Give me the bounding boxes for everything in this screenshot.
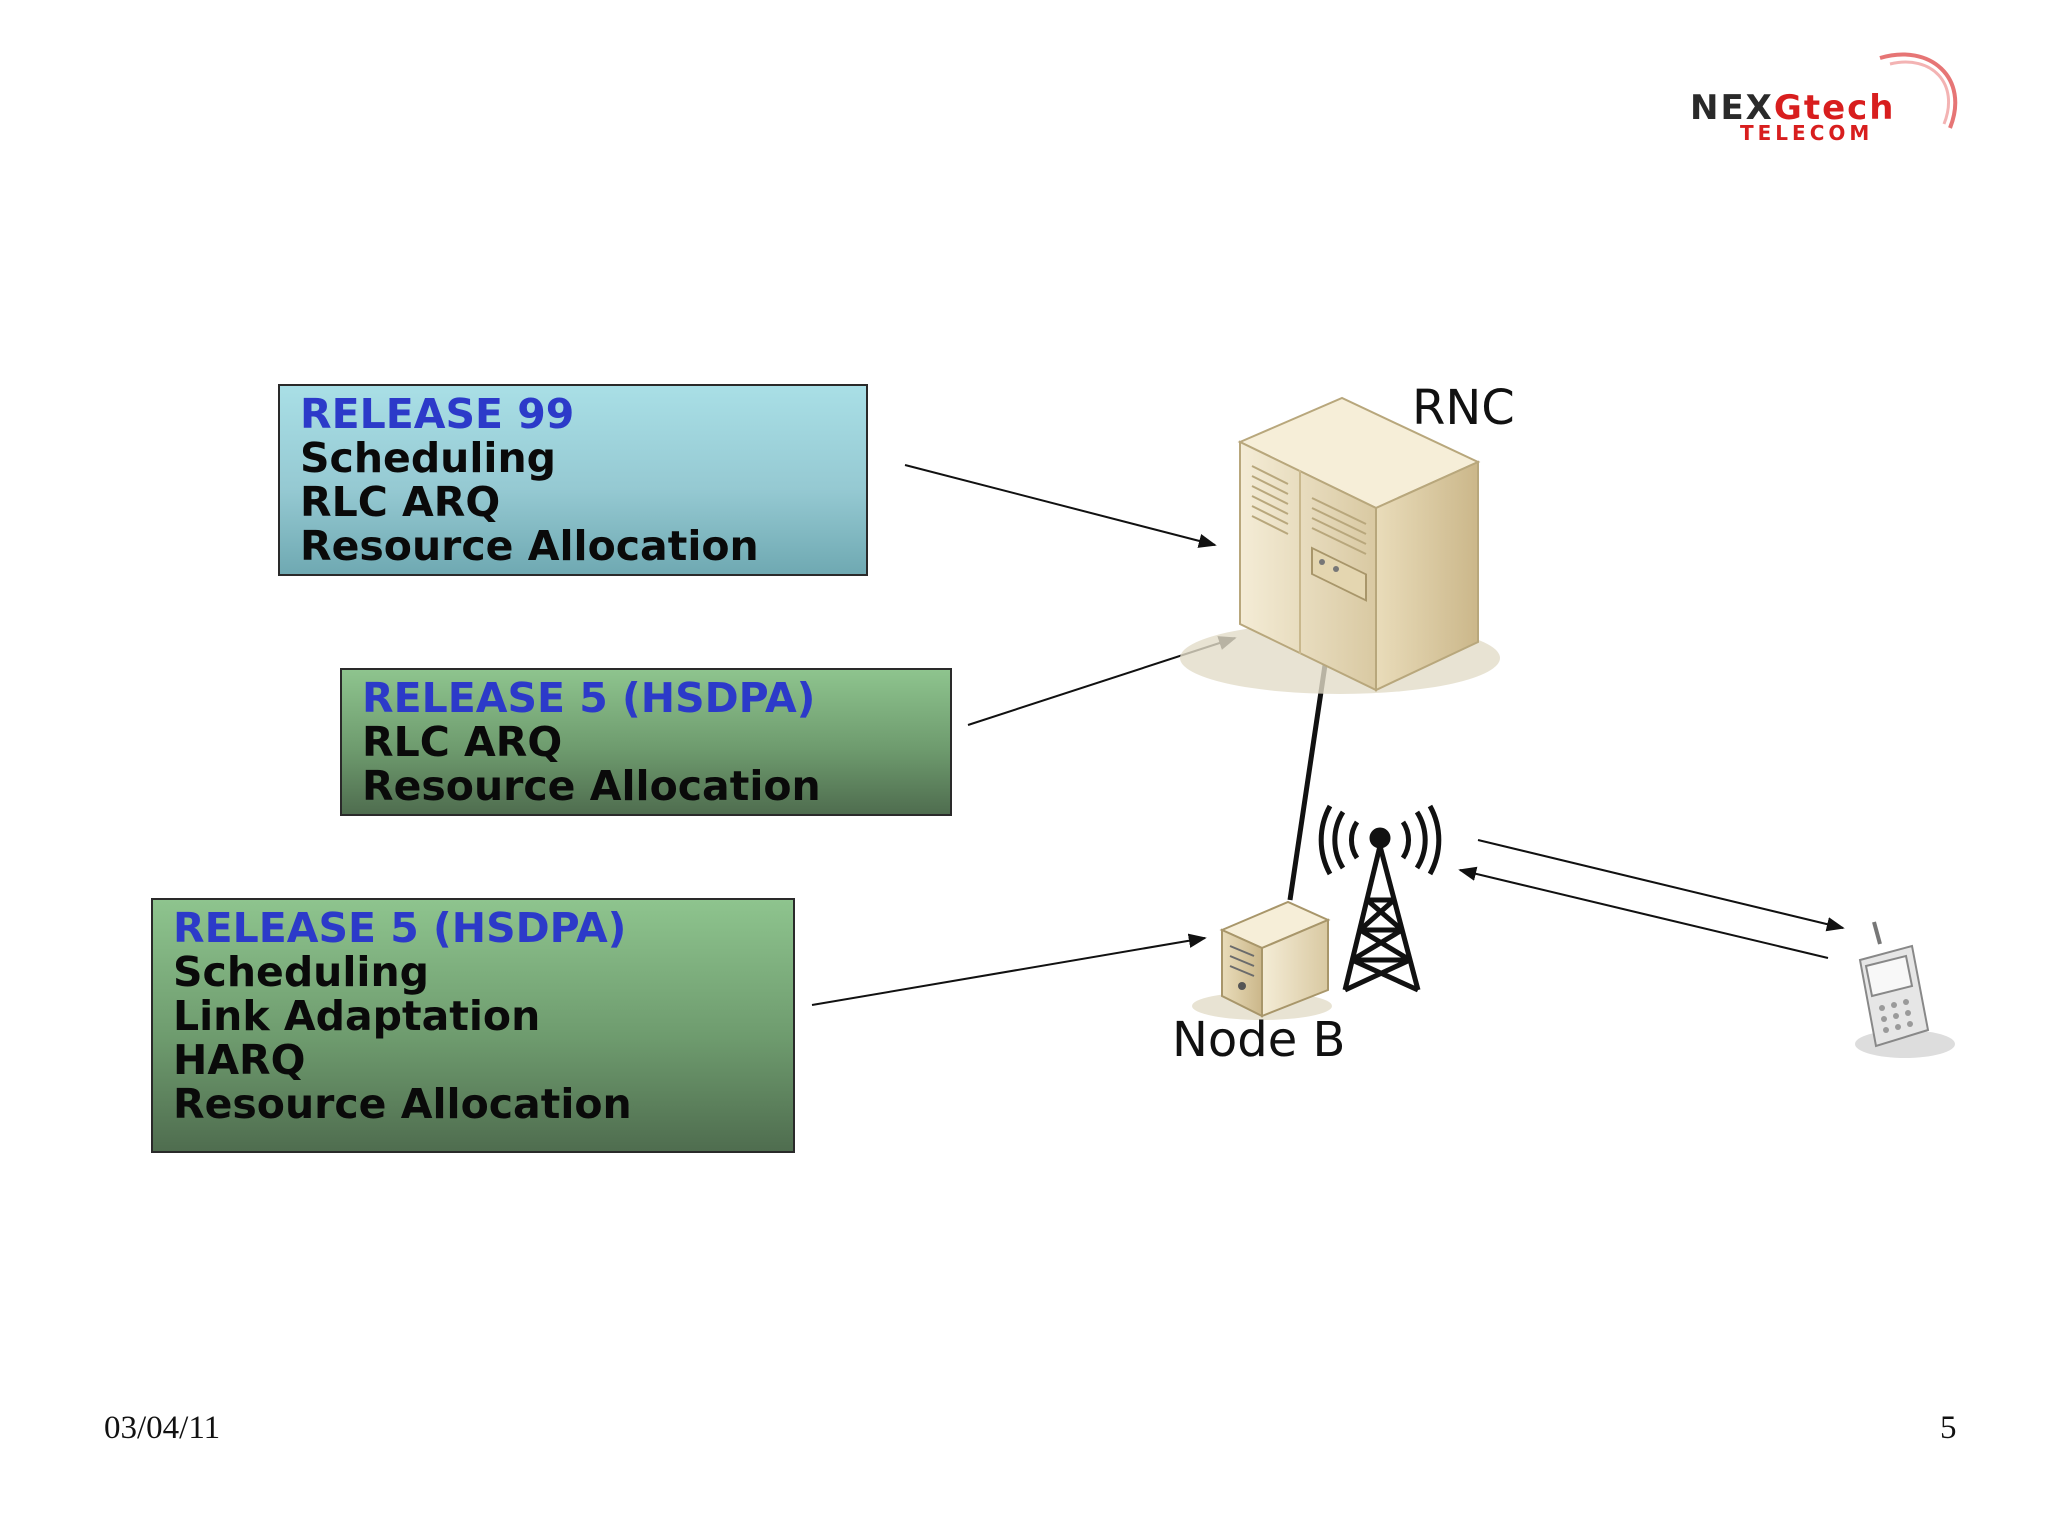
footer-date: 03/04/11: [104, 1410, 221, 1446]
box-line: Link Adaptation: [173, 992, 541, 1040]
box-heading: RELEASE 5 (HSDPA): [173, 904, 627, 952]
antenna-tower-icon: [1318, 804, 1442, 993]
box-line: Scheduling: [173, 948, 430, 996]
server-icon: [1180, 396, 1500, 694]
rnc-nodeb-link: [1287, 664, 1328, 901]
logo-brand-main: NEX: [1690, 88, 1774, 128]
rnc-label: RNC: [1412, 380, 1515, 436]
arrow-nodeb-to-phone: [1477, 839, 1845, 932]
box-heading: RELEASE 5 (HSDPA): [362, 674, 816, 722]
logo-brand: NEXGtech: [1690, 88, 1896, 128]
logo-sub: TELECOM: [1740, 121, 1874, 145]
nodeb-label: Node B: [1172, 1012, 1346, 1068]
box-line: RLC ARQ: [362, 718, 563, 766]
box-line: Resource Allocation: [362, 762, 821, 810]
box-line: Resource Allocation: [173, 1080, 632, 1128]
box-line: Scheduling: [300, 434, 557, 482]
arrow-release99-to-rnc: [904, 464, 1217, 548]
release-99-box: RELEASE 99 Scheduling RLC ARQ Resource A…: [278, 384, 868, 576]
box-heading: RELEASE 99: [300, 390, 575, 438]
logo-brand-accent: Gtech: [1773, 88, 1896, 128]
arrow-release5-to-nodeb: [811, 933, 1207, 1006]
box-line: HARQ: [173, 1036, 306, 1084]
box-line: RLC ARQ: [300, 478, 501, 526]
nexgtech-logo: NEXGtech TELECOM: [1690, 48, 1968, 148]
release-5-rnc-box: RELEASE 5 (HSDPA) RLC ARQ Resource Alloc…: [340, 668, 952, 816]
logo-swoosh-icon: [1879, 52, 1958, 129]
small-server-icon: [1192, 900, 1332, 1020]
release-5-nodeb-box: RELEASE 5 (HSDPA) Scheduling Link Adapta…: [151, 898, 795, 1153]
mobile-phone-icon: [1855, 921, 1955, 1058]
page-number: 5: [1940, 1410, 1957, 1446]
box-line: Resource Allocation: [300, 522, 759, 570]
arrow-phone-to-nodeb: [1458, 866, 1829, 959]
